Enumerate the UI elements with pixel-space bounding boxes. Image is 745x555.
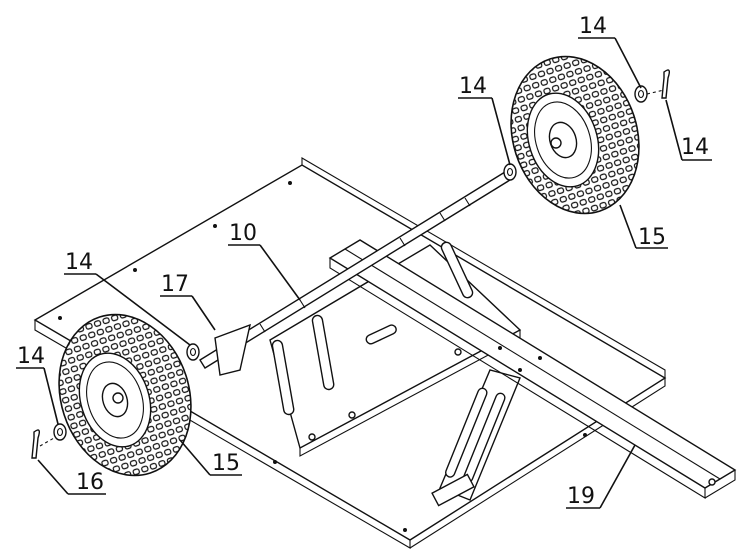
callout-14-top-right: 14 — [578, 14, 642, 89]
label-17: 17 — [161, 272, 189, 297]
washers-14 — [53, 85, 648, 441]
axle — [199, 171, 511, 376]
callout-14-right-pin: 14 — [665, 99, 712, 161]
label-14: 14 — [17, 344, 45, 369]
callout-15-left: 15 — [179, 439, 242, 476]
cotter-pins — [31, 69, 671, 459]
beam-19 — [328, 239, 737, 499]
label-14: 14 — [65, 250, 93, 275]
callout-14-middle: 14 — [458, 74, 511, 166]
label-14: 14 — [459, 74, 487, 99]
right-wheel-15 — [510, 55, 640, 215]
label-15: 15 — [212, 451, 240, 476]
left-wheel-15 — [58, 313, 192, 477]
callout-19: 19 — [566, 444, 636, 509]
label-16: 16 — [76, 470, 104, 495]
frame-plate-10 — [269, 241, 522, 457]
callout-10: 10 — [228, 221, 301, 301]
label-19: 19 — [567, 484, 595, 509]
label-14: 14 — [681, 135, 709, 160]
support-brace — [431, 369, 521, 507]
callout-16: 16 — [37, 459, 106, 495]
label-15: 15 — [638, 225, 666, 250]
label-10: 10 — [229, 221, 257, 246]
callout-15-right: 15 — [619, 204, 668, 250]
callout-14-left: 14 — [16, 344, 59, 425]
label-14: 14 — [579, 14, 607, 39]
callout-17: 17 — [160, 272, 216, 331]
callout-14-left-washer: 14 — [64, 250, 191, 346]
